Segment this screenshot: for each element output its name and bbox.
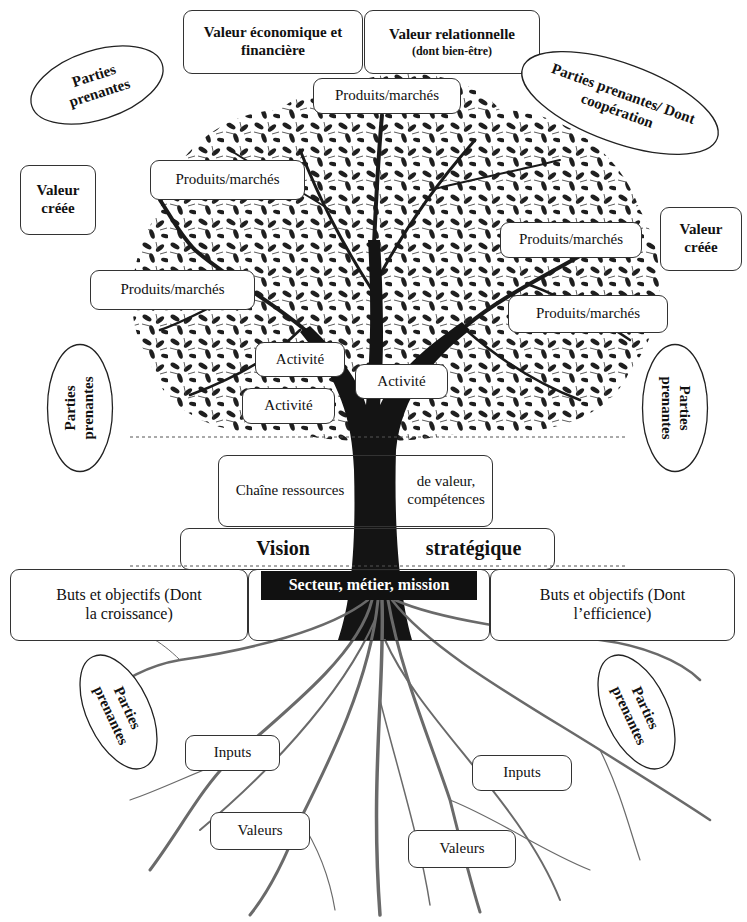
- oval-shape: [21, 31, 173, 139]
- activity-box: Activité: [355, 364, 448, 399]
- input-box: Inputs: [472, 755, 572, 791]
- product-market-box: Produits/marchés: [90, 270, 255, 310]
- vision-box: Vision stratégique: [180, 528, 555, 570]
- node-text: Valeur relationnelle: [389, 26, 515, 44]
- oval-text-wrap: Parties prenantes: [657, 360, 692, 456]
- product-market-box: Produits/marchés: [313, 78, 461, 114]
- node-text: Valeur créée: [28, 182, 88, 217]
- oval-shape: [643, 345, 708, 472]
- product-market-box: Produits/marchés: [508, 295, 668, 333]
- node-text: Produits/marchés: [519, 231, 623, 249]
- node-text: Valeur économique et financière: [191, 24, 355, 59]
- stakeholder-oval: Parties prenantes: [641, 343, 709, 473]
- goals-box: Buts et objectifs (Dont la croissance): [10, 569, 248, 641]
- node-text: Chaîne ressources: [233, 481, 347, 501]
- oval-shape: [48, 345, 113, 472]
- node-text: Secteur, métier, mission: [261, 571, 477, 600]
- node-text: stratégique: [399, 536, 548, 562]
- node-text: Activité: [276, 351, 324, 369]
- goals-box: Buts et objectifs (Dont l’efficience): [490, 569, 735, 641]
- node-text: Valeur créée: [668, 221, 734, 256]
- oval-shape: [64, 643, 173, 780]
- activity-box: Activité: [242, 388, 335, 424]
- node-text: Activité: [377, 373, 425, 391]
- node-text: Buts et objectifs (Dont l’efficience): [533, 586, 693, 624]
- tree-roots: [100, 600, 710, 915]
- oval-shape: [509, 30, 731, 175]
- node-text: Valeurs: [238, 822, 283, 840]
- node-text: Inputs: [214, 744, 252, 762]
- oval-text-wrap: Parties prenantes: [62, 360, 97, 456]
- stakeholder-oval: Parties prenantes: [46, 343, 114, 473]
- node-text: de valeur, compétences: [403, 472, 489, 509]
- values-box: Valeurs: [210, 812, 310, 850]
- node-text: (dont bien-être): [412, 44, 492, 58]
- node-text: Produits/marchés: [120, 281, 224, 299]
- node-text: Parties prenantes: [62, 360, 97, 456]
- node-text: Parties prenantes: [657, 360, 692, 456]
- node-text: Produits/marchés: [536, 305, 640, 323]
- value-chain-box: Chaîne ressources de valeur, compétences: [218, 455, 493, 527]
- oval-shape: [582, 643, 691, 780]
- input-box: Inputs: [185, 735, 280, 771]
- values-box: Valeurs: [408, 830, 516, 868]
- activity-box: Activité: [255, 342, 345, 377]
- stakeholder-oval: Parties prenantes: [19, 29, 174, 141]
- node-text: Vision: [221, 536, 345, 562]
- node-text: Valeurs: [440, 840, 485, 858]
- value-box: Valeur relationnelle(dont bien-être): [364, 10, 540, 74]
- product-market-box: Produits/marchés: [500, 222, 642, 258]
- product-market-box: Produits/marchés: [150, 160, 305, 200]
- value-box: Valeur économique et financière: [183, 10, 363, 74]
- node-text: Produits/marchés: [335, 87, 439, 105]
- node-text: Activité: [264, 397, 312, 415]
- node-text: Inputs: [503, 764, 541, 782]
- node-text: Produits/marchés: [175, 171, 279, 189]
- mission-box: Secteur, métier, mission: [248, 569, 490, 641]
- node-text: Buts et objectifs (Dont la croissance): [49, 586, 209, 624]
- value-created-box: Valeur créée: [660, 207, 742, 271]
- value-created-box: Valeur créée: [20, 165, 96, 235]
- layer-dashed-line: [130, 437, 625, 566]
- stakeholder-oval: Parties prenantes: [62, 641, 175, 782]
